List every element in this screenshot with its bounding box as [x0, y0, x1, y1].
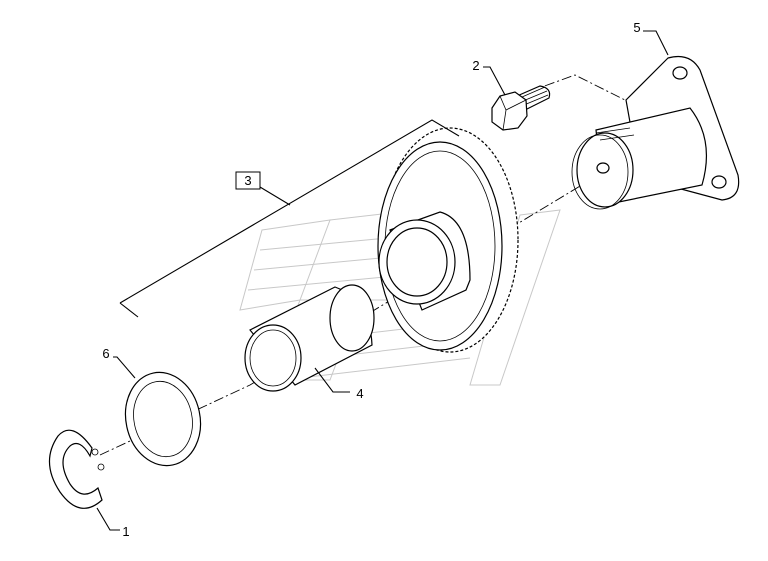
- callout-1: 1: [122, 524, 129, 539]
- part-2-bolt: [491, 85, 551, 131]
- callout-2: 2: [472, 58, 479, 73]
- part-4-bushing: [244, 284, 375, 392]
- callout-5: 5: [633, 20, 640, 35]
- part-3-bracket: [119, 119, 460, 318]
- leader-lines: [96, 30, 669, 531]
- part-6-washer: [124, 371, 202, 467]
- part-3-gear: [377, 127, 519, 353]
- callout-3-box: [235, 171, 261, 190]
- part-5-flanged-housing: [571, 55, 740, 210]
- part-1-snap-ring: [48, 429, 105, 509]
- callout-3: 3: [244, 173, 251, 188]
- callout-4: 4: [356, 386, 363, 401]
- callout-6: 6: [102, 346, 109, 361]
